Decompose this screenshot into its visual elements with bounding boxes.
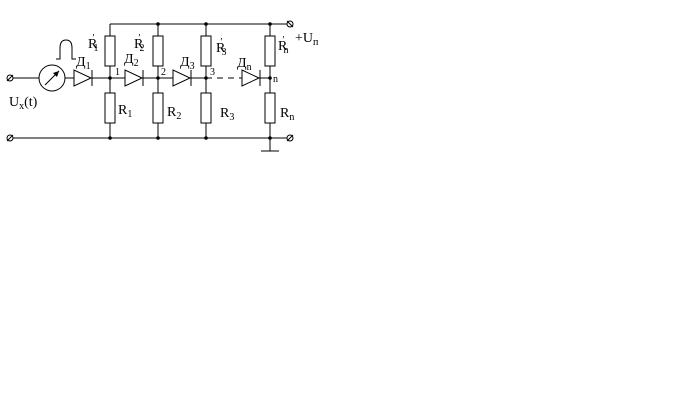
junction-node-n	[268, 76, 272, 80]
supply-label: +Uп	[295, 31, 319, 48]
pull-up-resistor-n	[264, 35, 276, 67]
junction-node-1	[108, 76, 112, 80]
branch-n	[264, 22, 276, 140]
node-label-3: 3	[210, 67, 215, 78]
pull-up-label-2: R′2	[134, 33, 145, 54]
supply-rail: +Uп	[110, 20, 319, 48]
branch-2	[152, 22, 164, 140]
diode-2	[124, 69, 144, 87]
pull-up-label-1: R′1	[88, 33, 99, 54]
pulse-waveform-icon	[56, 39, 76, 60]
pull-down-label-1: R1	[118, 103, 132, 120]
pull-down-resistor-n	[264, 92, 276, 124]
pull-down-label-n: Rn	[280, 106, 294, 123]
node-label-1: 1	[115, 67, 120, 78]
pull-down-resistor-2	[152, 92, 164, 124]
pull-up-resistor-1	[104, 35, 116, 67]
diode-n	[241, 69, 261, 87]
pull-down-resistor-3	[200, 92, 212, 124]
ground-rail	[6, 134, 294, 152]
pull-up-label-n: R′n	[278, 35, 289, 56]
pull-down-resistor-1	[104, 92, 116, 124]
pull-down-label-2: R2	[167, 105, 181, 122]
pull-up-resistor-3	[200, 35, 212, 67]
pull-up-label-3: R′3	[216, 37, 227, 58]
diode-label-n: Дn	[237, 56, 252, 73]
ground-icon	[261, 138, 279, 152]
diode-label-3: Д3	[180, 55, 195, 72]
signal-line	[6, 39, 270, 92]
node-label-2: 2	[161, 67, 166, 78]
branch-3	[200, 22, 212, 140]
input-voltage-label: Ux(t)	[9, 95, 38, 112]
ac-meter-source-icon	[38, 64, 66, 92]
branch-1	[104, 24, 116, 140]
node-label-n: n	[273, 74, 278, 85]
pull-down-label-3: R3	[220, 106, 234, 123]
diode-label-2: Д2	[124, 52, 139, 69]
junction-node-3	[204, 76, 208, 80]
diode-1	[73, 69, 93, 87]
pull-up-resistor-2	[152, 35, 164, 67]
junction-node-2	[156, 76, 160, 80]
diode-3	[172, 69, 192, 87]
diode-label-1: Д1	[76, 55, 91, 72]
